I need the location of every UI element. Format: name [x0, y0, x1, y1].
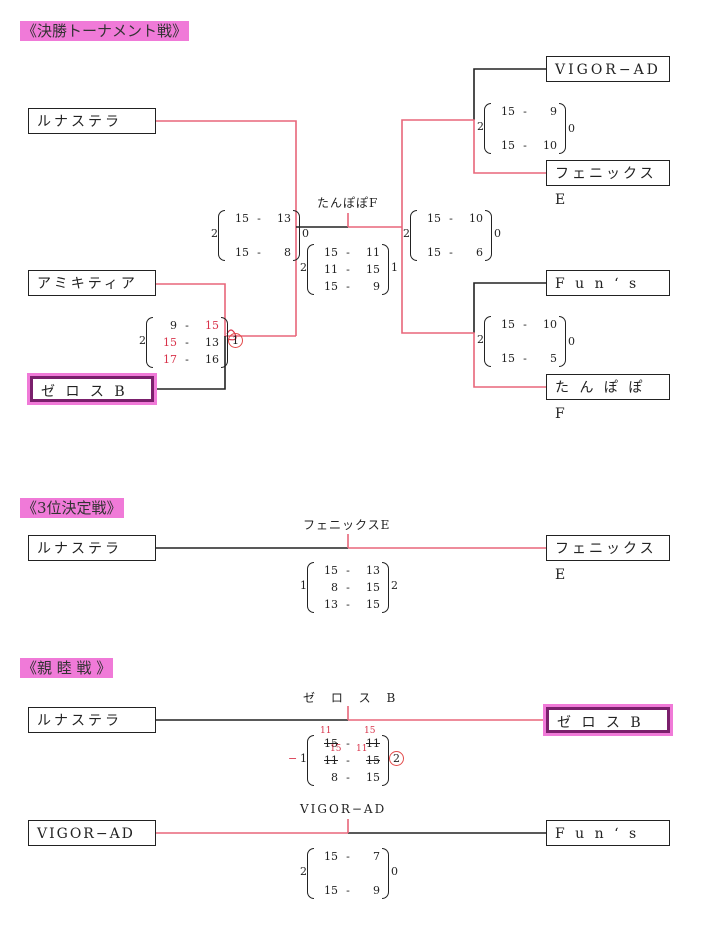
correction-b: 15 — [364, 726, 376, 736]
friendly1-winner-label: ゼ ロ ス B — [303, 691, 402, 705]
score-friendly1: 15-11 11-15 8-15 11 15 15 11 − 1 2 — [288, 726, 404, 786]
final-winner-label: たんぽぽF — [317, 196, 379, 210]
team-phoenix: フェニックスE — [546, 160, 670, 208]
correction-c: 15 — [330, 744, 342, 754]
third-winner-label: フェニックスE — [303, 518, 391, 532]
score-lunastera-semi: 15-13 15-8 2 0 — [211, 210, 309, 261]
team-zeros-b: ゼ ロ ス B — [30, 376, 154, 402]
score-third: 15-13 8-15 13-15 1 2 — [300, 562, 398, 613]
team-vigor: VIGOR−AD — [546, 56, 670, 82]
correction-mark: − — [288, 752, 298, 765]
score-vigor-phoenix: 15-9 15-10 2 0 — [477, 103, 575, 154]
team-amikitia: アミキティア — [28, 270, 156, 296]
line-amikitia-match — [156, 283, 296, 337]
score-final: 15-11 11-15 15-9 2 1 — [300, 244, 398, 295]
line-vigor-match — [473, 68, 546, 120]
team-lunastera: ルナステラ — [28, 108, 156, 134]
team-tanpopo: た ん ぽ ぽ F — [546, 374, 670, 422]
third-team-phoenix: フェニックスE — [546, 535, 670, 583]
friendly1-team-zeros-b: ゼ ロ ス B — [546, 707, 670, 733]
score-funs-tanpopo: 15-10 15-5 2 0 — [477, 316, 575, 367]
third-place-title: 《3位決定戦》 — [20, 498, 124, 518]
friendly-match-title: 《親 睦 戦 》 — [20, 658, 114, 678]
friendly2-team-vigor: VIGOR−AD — [28, 820, 156, 846]
friendly1-team-lunastera: ルナステラ — [28, 707, 156, 733]
line-lunastera-semi — [156, 120, 297, 227]
line-zeros-match — [156, 336, 226, 390]
score-amikitia-zeros: 9-15 15-13 17-16 2 1 — [139, 317, 243, 368]
score-right-semi: 15-10 15-6 2 0 — [403, 210, 501, 261]
score-friendly2: 15-7 15-9 2 0 — [300, 848, 398, 899]
team-funs: F u n ‘ s — [546, 270, 670, 296]
correction-a: 11 — [320, 726, 332, 736]
line-phoenix-semi — [401, 119, 546, 227]
third-team-lunastera: ルナステラ — [28, 535, 156, 561]
line-funs-match — [473, 282, 546, 333]
friendly2-winner-label: VIGOR−AD — [300, 802, 387, 816]
friendly2-team-funs: F u n ‘ s — [546, 820, 670, 846]
line-tanpopo-semi — [401, 227, 546, 388]
final-tournament-title: 《決勝トーナメント戦》 — [20, 21, 190, 41]
correction-d: 11 — [356, 744, 368, 754]
